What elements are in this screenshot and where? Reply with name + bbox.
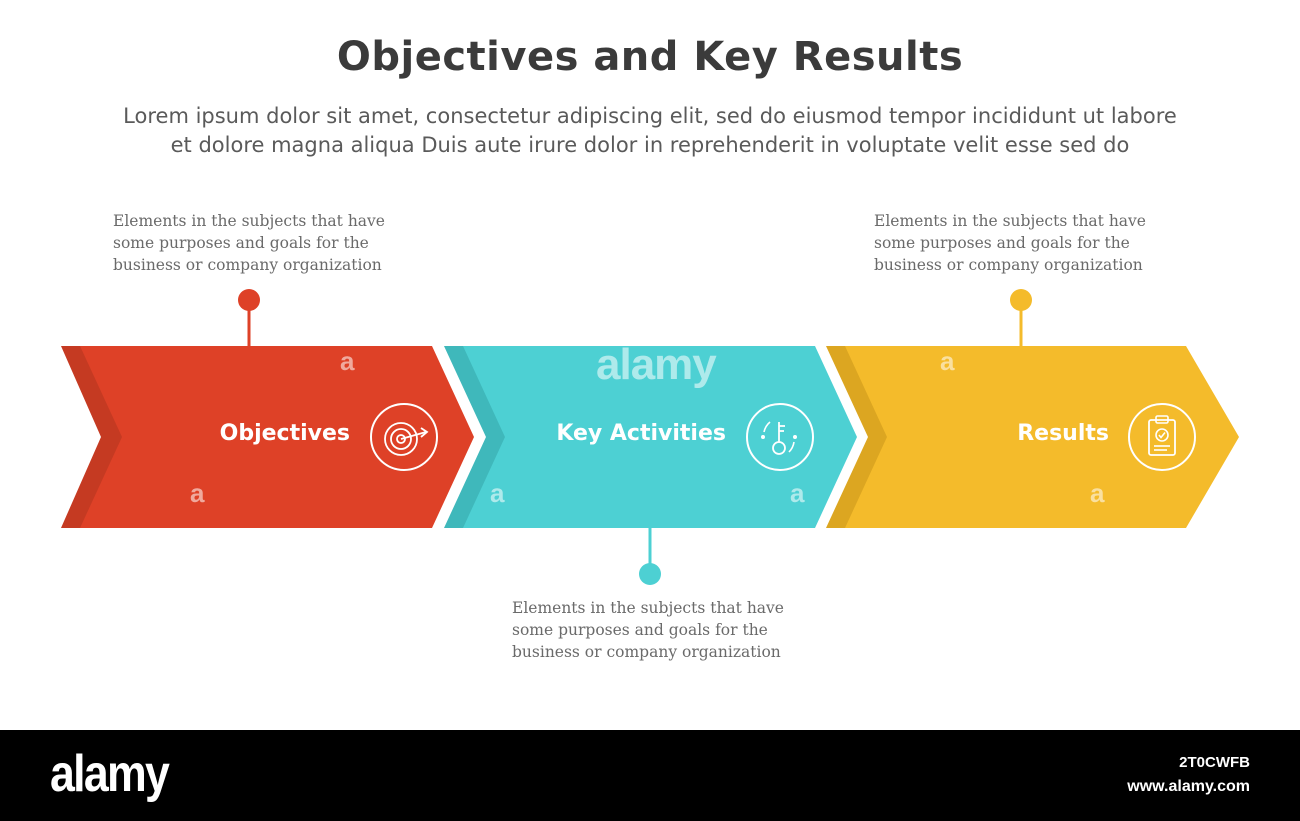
clipboard-check-icon: [1128, 403, 1196, 471]
alamy-logo: alamy: [50, 745, 170, 803]
objectives-arrow: [80, 346, 474, 528]
watermark-letter: a: [1090, 478, 1105, 508]
results-label: Results: [1017, 421, 1109, 446]
image-id: 2T0CWFB: [1179, 754, 1250, 771]
key-icon: [746, 403, 814, 471]
objectives-connector-dot: [238, 289, 260, 311]
objectives-description: Elements in the subjects that have some …: [113, 212, 385, 274]
results-description: Elements in the subjects that have some …: [874, 212, 1146, 274]
key-activities-connector-dot: [639, 563, 661, 585]
okr-arrow-diagram: [61, 289, 1239, 585]
key-activities-description: Elements in the subjects that have some …: [512, 599, 784, 661]
results-connector-dot: [1010, 289, 1032, 311]
subtitle-line-1: Lorem ipsum dolor sit amet, consectetur …: [123, 104, 1177, 128]
step-results: [826, 289, 1239, 528]
watermark-letter: a: [790, 478, 805, 508]
target-icon: [370, 403, 438, 471]
watermark-letter: a: [190, 478, 205, 508]
page-title: Objectives and Key Results: [336, 34, 964, 80]
step-key-activities: [444, 346, 857, 585]
watermark-url: www.alamy.com: [1127, 778, 1250, 795]
watermark-letter: a: [340, 346, 355, 376]
key-activities-arrow: [463, 346, 857, 528]
watermark-letter: a: [490, 478, 505, 508]
subtitle-line-2: et dolore magna aliqua Duis aute irure d…: [170, 133, 1130, 157]
watermark-letter: a: [940, 346, 955, 376]
results-arrow: [845, 346, 1239, 528]
page-subtitle: Lorem ipsum dolor sit amet, consectetur …: [60, 102, 1240, 160]
objectives-label: Objectives: [219, 421, 350, 446]
step-objectives: [61, 289, 474, 528]
watermark-footer: alamy 2T0CWFB www.alamy.com: [0, 730, 1300, 821]
key-activities-label: Key Activities: [556, 421, 726, 446]
watermark-logo-center: alamy: [596, 340, 717, 389]
